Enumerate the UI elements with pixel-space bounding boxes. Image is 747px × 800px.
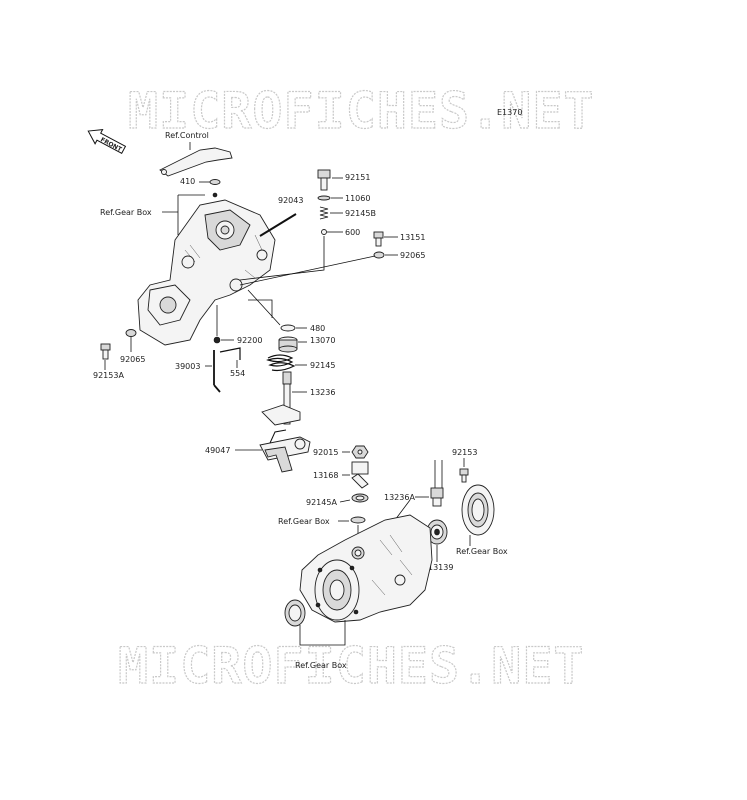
oring-92065-right [373, 251, 385, 259]
seal-ref-gearbox-mid-left [350, 516, 366, 524]
part-label-39003: 39003 [175, 362, 200, 371]
dot-410 [212, 192, 218, 198]
rod-39003 [213, 347, 241, 393]
part-label-13236: 13236 [310, 388, 335, 397]
watermark-bottom: MICROFICHES.NET [118, 637, 585, 695]
part-label-92065-right: 92065 [400, 251, 425, 260]
part-label-92145: 92145 [310, 361, 335, 370]
shaft-13236 [261, 371, 301, 426]
spring-92145A [351, 493, 369, 503]
lower-gear-case-housing [299, 514, 433, 623]
shaft-13236A [430, 460, 444, 507]
watermark-top: MICROFICHES.NET [128, 82, 595, 140]
front-arrow-icon: FRONT [87, 129, 127, 155]
part-label-13168: 13168 [313, 471, 338, 480]
bolt-92153A [100, 343, 111, 360]
bolt-92151 [317, 169, 331, 191]
bracket-ref-gearbox-bottom [299, 620, 346, 646]
part-label-92145A: 92145A [306, 498, 337, 507]
lever-13168 [351, 461, 369, 489]
bushing-13070 [278, 336, 298, 353]
oring-92065-left [125, 329, 137, 337]
washer-410 [209, 179, 221, 185]
shift-fork-49047 [259, 429, 311, 473]
washer-92200 [213, 336, 221, 344]
oring-480 [280, 324, 296, 332]
part-label-13151: 13151 [400, 233, 425, 242]
gear-13139 [426, 519, 448, 545]
ref-gearbox-mid-left-label: Ref.Gear Box [278, 517, 330, 526]
part-label-92015: 92015 [313, 448, 338, 457]
part-label-13139: 13139 [428, 563, 453, 572]
spring-92145B [319, 206, 329, 220]
washer-11060 [317, 195, 331, 201]
part-label-13236A: 13236A [384, 493, 415, 502]
leaders-13236A-top [434, 460, 443, 488]
part-label-11060: 11060 [345, 194, 370, 203]
ref-control-label: Ref.Control [165, 131, 209, 140]
part-label-92145B: 92145B [345, 209, 376, 218]
plug-13151 [373, 231, 384, 247]
part-label-92043: 92043 [278, 196, 303, 205]
part-label-92200: 92200 [237, 336, 262, 345]
part-label-410: 410 [180, 177, 195, 186]
diagram-id: E1370 [497, 108, 522, 117]
part-label-92065-left: 92065 [120, 355, 145, 364]
ref-gearbox-mid-right-label: Ref.Gear Box [456, 547, 508, 556]
leader-ref-gearbox-top [162, 195, 179, 235]
part-label-600: 600 [345, 228, 360, 237]
spring-92145 [266, 354, 296, 372]
part-label-480: 480 [310, 324, 325, 333]
control-lever-part [159, 147, 233, 177]
ref-gearbox-top-label: Ref.Gear Box [100, 208, 152, 217]
pin-92043 [259, 213, 297, 237]
part-label-13070: 13070 [310, 336, 335, 345]
part-label-49047: 49047 [205, 446, 230, 455]
leader-92065-to-housing [239, 255, 376, 286]
part-label-554: 554 [230, 369, 245, 378]
nut-92015 [351, 445, 369, 459]
ball-600 [321, 229, 327, 235]
leader-housing-to-480 [247, 289, 281, 326]
leader-92145A [339, 499, 351, 503]
upper-gearbox-housing [137, 199, 276, 346]
bolt-92153 [459, 468, 469, 483]
part-label-92153A: 92153A [93, 371, 124, 380]
part-label-92153: 92153 [452, 448, 477, 457]
ref-gearbox-bottom-label: Ref.Gear Box [295, 661, 347, 670]
bearing-ref-gearbox [461, 484, 495, 536]
part-label-92151: 92151 [345, 173, 370, 182]
leader-13236A-to-case [394, 499, 411, 521]
leader-stack-to-housing [239, 236, 325, 281]
seal-ref-gearbox-bottom [284, 599, 306, 627]
